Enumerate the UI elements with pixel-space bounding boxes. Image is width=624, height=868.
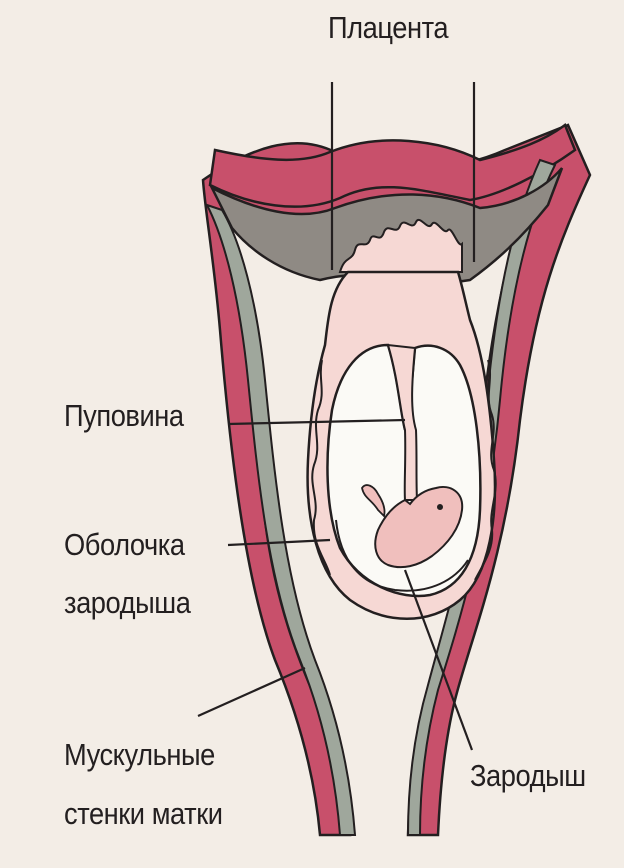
label-embryo-membrane-line1: Оболочка [64,527,185,563]
label-muscle-walls-line2: стенки матки [64,796,223,832]
label-muscle-walls-line1: Мускульные [64,737,215,773]
embryo-eye [437,504,443,510]
label-umbilical-cord: Пуповина [64,398,184,434]
label-placenta: Плацента [328,10,448,46]
label-embryo-membrane-line2: зародыша [64,585,190,621]
label-embryo: Зародыш [470,758,586,794]
